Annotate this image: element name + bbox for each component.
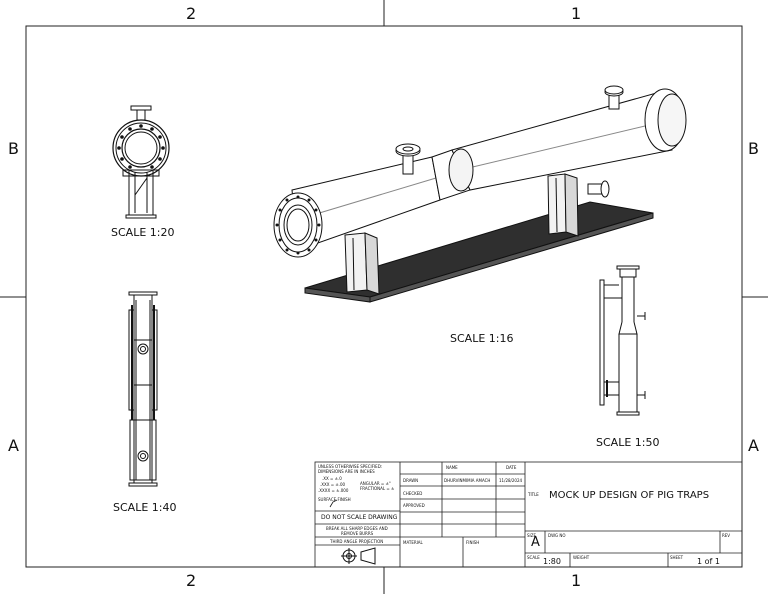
size-value: A (531, 535, 540, 550)
front-view-scale: SCALE 1:50 (596, 436, 660, 449)
do-not-scale-note: DO NOT SCALE DRAWING (321, 514, 398, 521)
break-edges-line-1: BREAK ALL SHARP EDGES AND (326, 526, 388, 531)
side-view (112, 105, 170, 219)
projection-symbol (341, 547, 376, 565)
drawn-name: DHURVINMIMIA AMACH (444, 478, 491, 483)
scale-value: 1:80 (543, 557, 561, 566)
approved-label: APPROVED (403, 503, 425, 508)
tolerance-line-5: .XXXX = ±.000 (318, 488, 349, 493)
sheet-label: SHEET (670, 555, 684, 560)
projection-label: THIRD ANGLE PROJECTION (330, 539, 384, 544)
drawing-title: MOCK UP DESIGN OF PIG TRAPS (549, 490, 710, 501)
top-view (128, 291, 158, 487)
drawn-label: DRAWN (403, 478, 419, 483)
zone-label-bottom-right: 1 (571, 571, 582, 590)
front-view (599, 265, 646, 416)
side-view-scale: SCALE 1:20 (111, 226, 175, 239)
tolerance-line-2: DIMENSIONS ARE IN INCHES (318, 469, 375, 474)
date-header: DATE (506, 465, 517, 470)
iso-view-scale: SCALE 1:16 (450, 332, 514, 345)
zone-label-bottom-left: 2 (186, 571, 197, 590)
title-block-grid (314, 461, 743, 568)
surface-finish-symbol (329, 499, 338, 508)
name-header: NAME (446, 465, 458, 470)
zone-label-right-upper: B (748, 139, 759, 158)
angular-tolerance: ANGULAR = ±° (360, 481, 391, 486)
dwg-no-label: DWG NO (548, 533, 566, 538)
top-view-scale: SCALE 1:40 (113, 501, 177, 514)
rev-label: REV (722, 533, 731, 538)
finish-label: FINISH (466, 540, 480, 545)
zone-label-left-upper: B (8, 139, 19, 158)
zone-label-top-right: 1 (571, 4, 582, 23)
zone-label-left-lower: A (8, 436, 19, 455)
material-label: MATERIAL (403, 540, 423, 545)
break-edges-line-2: REMOVE BURRS (341, 531, 374, 536)
tolerance-line-1: UNLESS OTHERWISE SPECIFIED: (318, 464, 383, 469)
fractional-tolerance: FRACTIONAL = ± (360, 486, 395, 491)
tolerance-line-3: .XX = ±.0 (322, 476, 342, 481)
drawn-date: 11/28/2024 (499, 478, 523, 483)
sheet-value: 1 of 1 (697, 557, 720, 566)
tolerance-line-4: .XXX = ±.00 (320, 482, 346, 487)
surface-finish-label: SURFACE FINISH (318, 497, 351, 502)
isometric-view (273, 85, 687, 303)
scale-label: SCALE (527, 555, 540, 560)
zone-label-top-left: 2 (186, 4, 197, 23)
weight-label: WEIGHT (573, 555, 590, 560)
zone-label-right-lower: A (748, 436, 759, 455)
title-label: TITLE (528, 492, 539, 497)
checked-label: CHECKED (403, 491, 423, 496)
size-label: SIZE (527, 533, 536, 538)
